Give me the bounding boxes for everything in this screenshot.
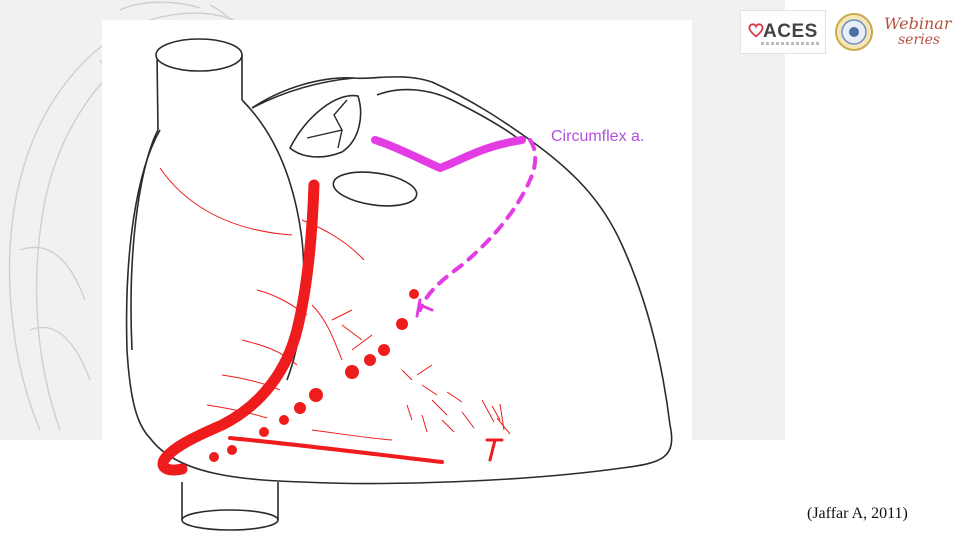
citation: (Jaffar A, 2011) [807,505,908,522]
ivc-bottom [181,509,279,531]
posterior-branch [228,436,444,464]
ivc-outline [181,482,279,520]
seal-icon [835,13,873,51]
circumflex-artery [371,136,526,173]
fine-branches [159,167,511,441]
vessel-opening [332,171,418,207]
diagram-panel [102,20,692,531]
aorta-outline [156,54,243,131]
dotted-artery [209,289,419,462]
red-branchlets [485,438,504,462]
webinar-logo-line1: Webinar [884,14,952,33]
aces-logo: ACES [740,10,826,54]
heart-icon [748,23,764,38]
aces-tagline-mark [761,42,821,45]
heart-outline [125,76,673,485]
main-artery [157,179,320,476]
circumflex-fork [415,298,434,318]
left-atrium-outline [251,77,521,141]
aorta-top [155,38,243,72]
webinar-series-logo: Webinar series [882,12,952,52]
aorta-body [130,99,305,381]
logo-strip: ACES Webinar series [740,10,952,54]
webinar-logo-line2: series [898,32,941,48]
circumflex-dashed [418,138,538,312]
aces-logo-text: ACES [763,21,818,42]
pulmonary-valve [288,94,362,158]
valve-cusps [306,99,348,149]
heart-diagram [125,38,673,531]
circumflex-label: Circumflex a. [551,128,645,145]
